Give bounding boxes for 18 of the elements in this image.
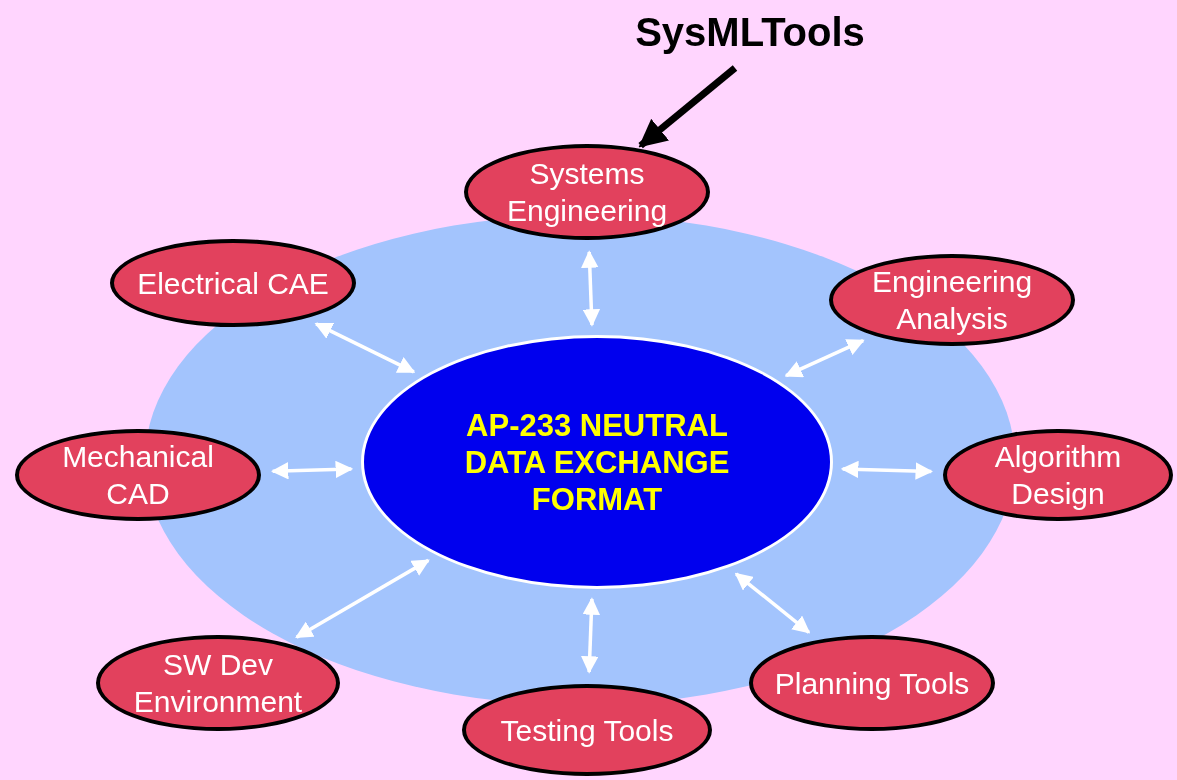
double-arrow <box>734 572 811 634</box>
node-text: Mechanical CAD <box>61 439 215 512</box>
node-text: Engineering Analysis <box>870 264 1034 337</box>
double-arrow <box>840 460 934 480</box>
node-text: SW Dev Environment <box>132 647 304 720</box>
double-arrow <box>581 597 601 674</box>
node-text: Planning Tools <box>774 665 970 702</box>
double-arrow <box>295 558 430 639</box>
node-text: AP-233 NEUTRAL DATA EXCHANGE FORMAT <box>463 406 731 518</box>
double-arrow <box>314 322 416 374</box>
node-text: Testing Tools <box>500 712 674 749</box>
node-text: Electrical CAE <box>137 265 329 302</box>
double-arrow <box>784 338 865 378</box>
node-text: SysMLTools <box>635 9 865 56</box>
double-arrow <box>581 250 601 327</box>
double-arrow <box>270 460 354 480</box>
node-text: Algorithm Design <box>993 439 1123 512</box>
node-text: Systems Engineering <box>505 156 669 229</box>
